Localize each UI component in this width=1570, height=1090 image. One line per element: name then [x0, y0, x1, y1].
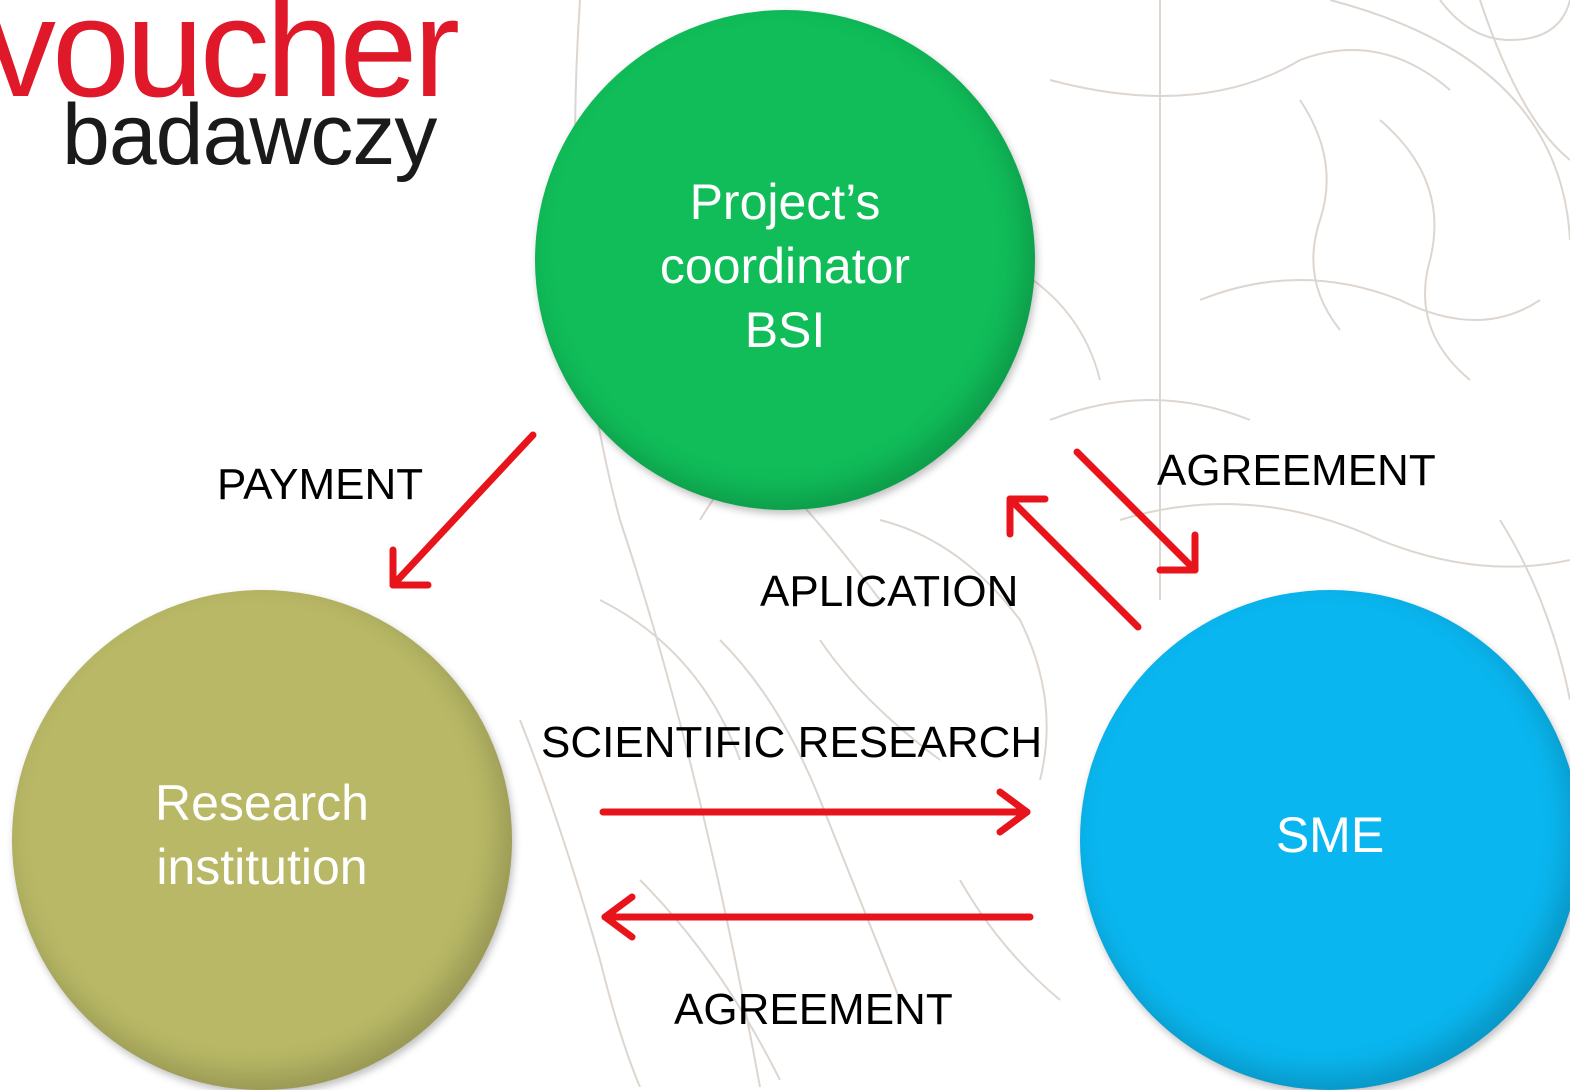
node-sme-label: SME: [1275, 807, 1385, 863]
label-scientific-research: SCIENTIFIC RESEARCH: [541, 718, 1043, 767]
arrow-agreement-top: [1073, 448, 1199, 574]
node-research-institution: Research institution: [12, 590, 512, 1090]
logo-main-text: voucher: [0, 0, 460, 126]
node-coordinator-line-2: coordinator: [659, 238, 911, 294]
logo-sub-text: badawczy: [62, 87, 437, 183]
node-research-line-2: institution: [156, 839, 368, 895]
label-payment: PAYMENT: [217, 460, 424, 509]
label-agreement-bottom: AGREEMENT: [674, 985, 953, 1034]
node-project-coordinator: Project’s coordinator BSI: [535, 10, 1035, 510]
arrow-agreement-bottom: [601, 893, 1034, 941]
arrow-payment: [389, 431, 537, 589]
label-aplication: APLICATION: [760, 567, 1019, 616]
arrow-scientific-research: [599, 788, 1031, 836]
node-coordinator-line-3: BSI: [744, 302, 826, 358]
node-sme: SME: [1080, 590, 1570, 1090]
arrow-aplication: [1006, 495, 1142, 631]
node-coordinator-line-1: Project’s: [689, 174, 881, 230]
label-agreement-top: AGREEMENT: [1157, 446, 1436, 495]
node-research-line-1: Research: [155, 775, 369, 831]
